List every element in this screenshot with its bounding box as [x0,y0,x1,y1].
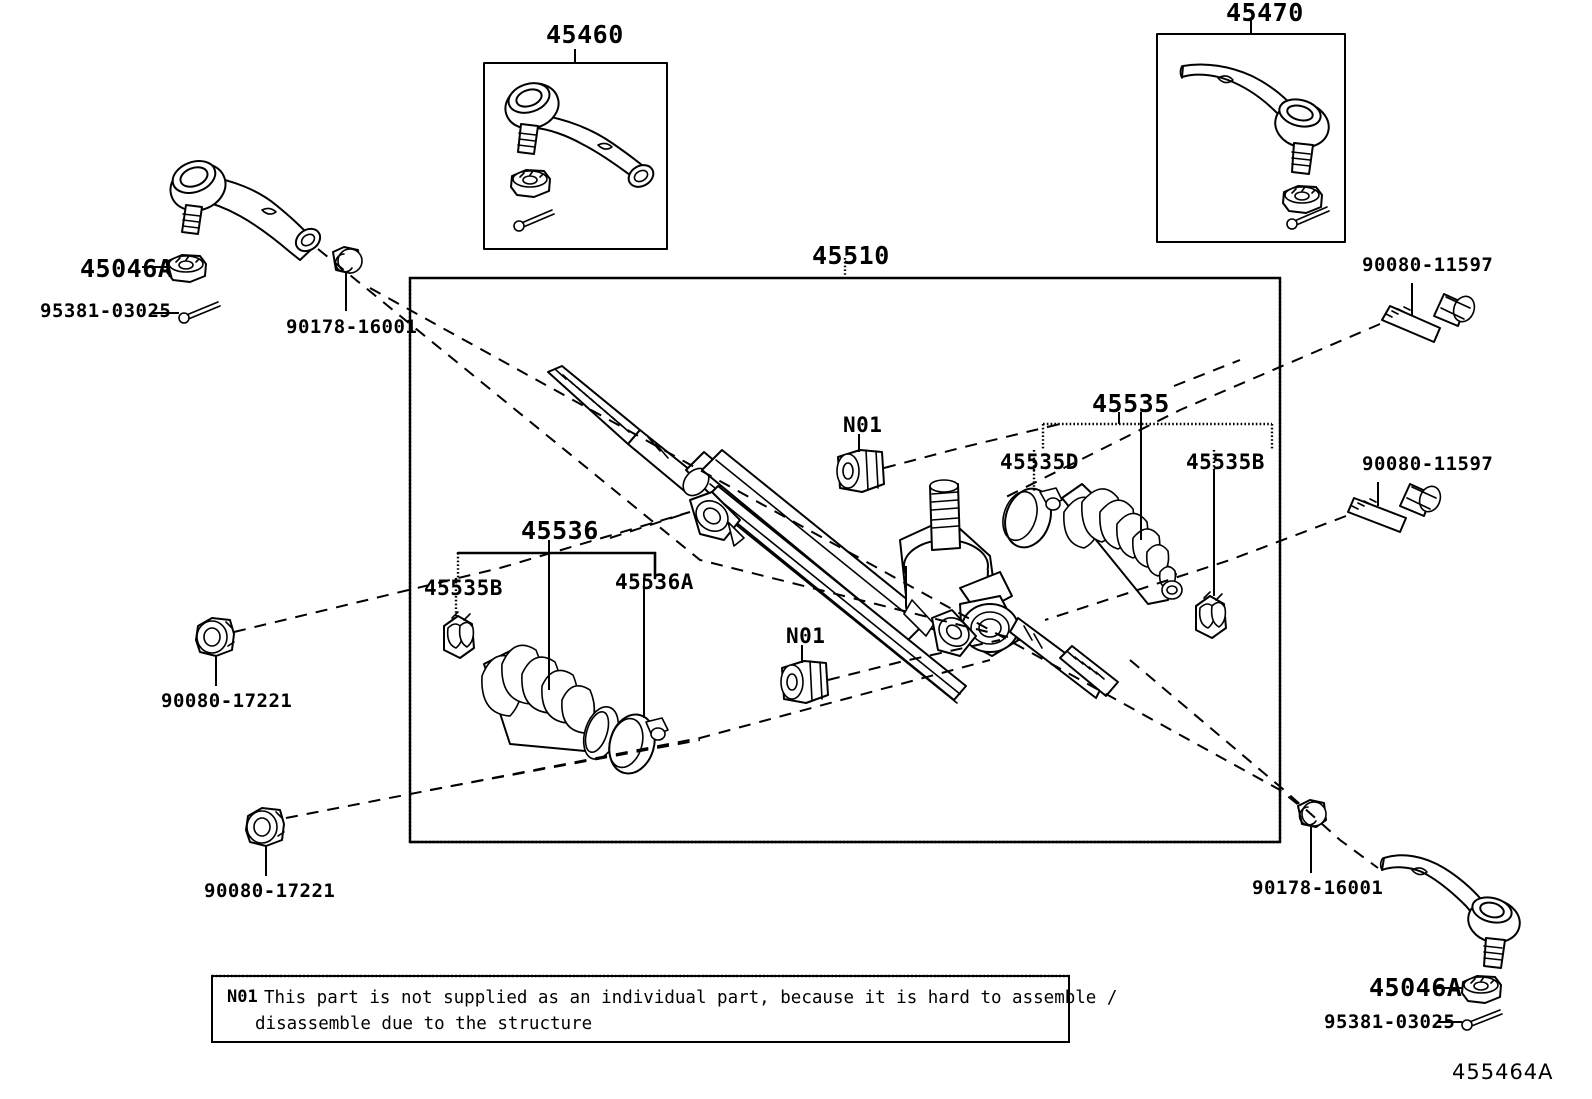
label-90080-11597-upper: 90080-11597 [1362,254,1494,276]
boot-clamp-45535D [1002,470,1063,549]
tie-rod-end-right-outer [1379,854,1521,969]
label-45535: 45535 [1092,389,1170,418]
label-90080-11597-lower: 90080-11597 [1362,453,1494,475]
label-N01-upper: N01 [843,413,883,437]
lock-nut-right [1297,799,1327,873]
boot-clip-45535B-left [443,596,475,659]
assembly-dashed-lines [233,248,1381,869]
label-95381-right: 95381-03025 [1324,1011,1456,1033]
rack-bushing-upper [836,434,885,493]
label-45536: 45536 [521,516,599,545]
note-tag: N01 [227,987,258,1007]
bracket-45535 [1032,412,1274,470]
cotter-pin-right [1437,1009,1503,1031]
note-line1: This part is not supplied as an individu… [264,988,1118,1008]
boot-clip-45535B-right [1195,470,1227,639]
steering-rack-boot-left [481,540,620,760]
label-45470: 45470 [1226,0,1304,27]
label-90178-left: 90178-16001 [286,316,418,338]
steering-rack-boot-right [1061,412,1183,605]
label-90080-17221-lower: 90080-17221 [204,880,336,902]
rack-bushing-lower [780,645,829,704]
bracket-45536 [454,540,657,596]
mounting-bolt-lower [1347,482,1442,533]
note-line2: disassemble due to the structure [255,1014,593,1034]
label-45510: 45510 [812,241,890,270]
label-90178-right: 90178-16001 [1252,877,1384,899]
label-45046A-left: 45046A [80,254,174,283]
mounting-nut-upper [195,617,235,686]
cotter-pin-left [152,301,221,324]
label-45460: 45460 [546,20,624,49]
castle-nut-left [142,254,207,283]
tie-rod-end-kit-45460 [504,82,655,232]
note-box-frame [211,974,1070,1043]
label-95381-left: 95381-03025 [40,300,172,322]
box-frame-45460 [483,49,668,250]
label-45536A: 45536A [615,570,694,594]
castle-nut-right [1437,975,1502,1004]
boot-clamp-left [608,594,669,775]
label-45535D: 45535D [1000,450,1079,474]
label-45046A-right: 45046A [1369,973,1463,1002]
label-N01-lower: N01 [786,624,826,648]
mounting-nut-lower [245,807,285,876]
tie-rod-end-kit-45470 [1179,63,1330,230]
figure-code: 455464A [1452,1060,1554,1084]
label-45535B-left: 45535B [424,576,503,600]
label-90080-17221-upper: 90080-17221 [161,690,293,712]
tie-rod-end-left-outer [169,160,322,261]
mounting-bolt-upper [1381,283,1476,343]
lock-nut-left [332,246,363,311]
label-45535B-right: 45535B [1186,450,1265,474]
box-frame-45510 [408,258,1282,844]
